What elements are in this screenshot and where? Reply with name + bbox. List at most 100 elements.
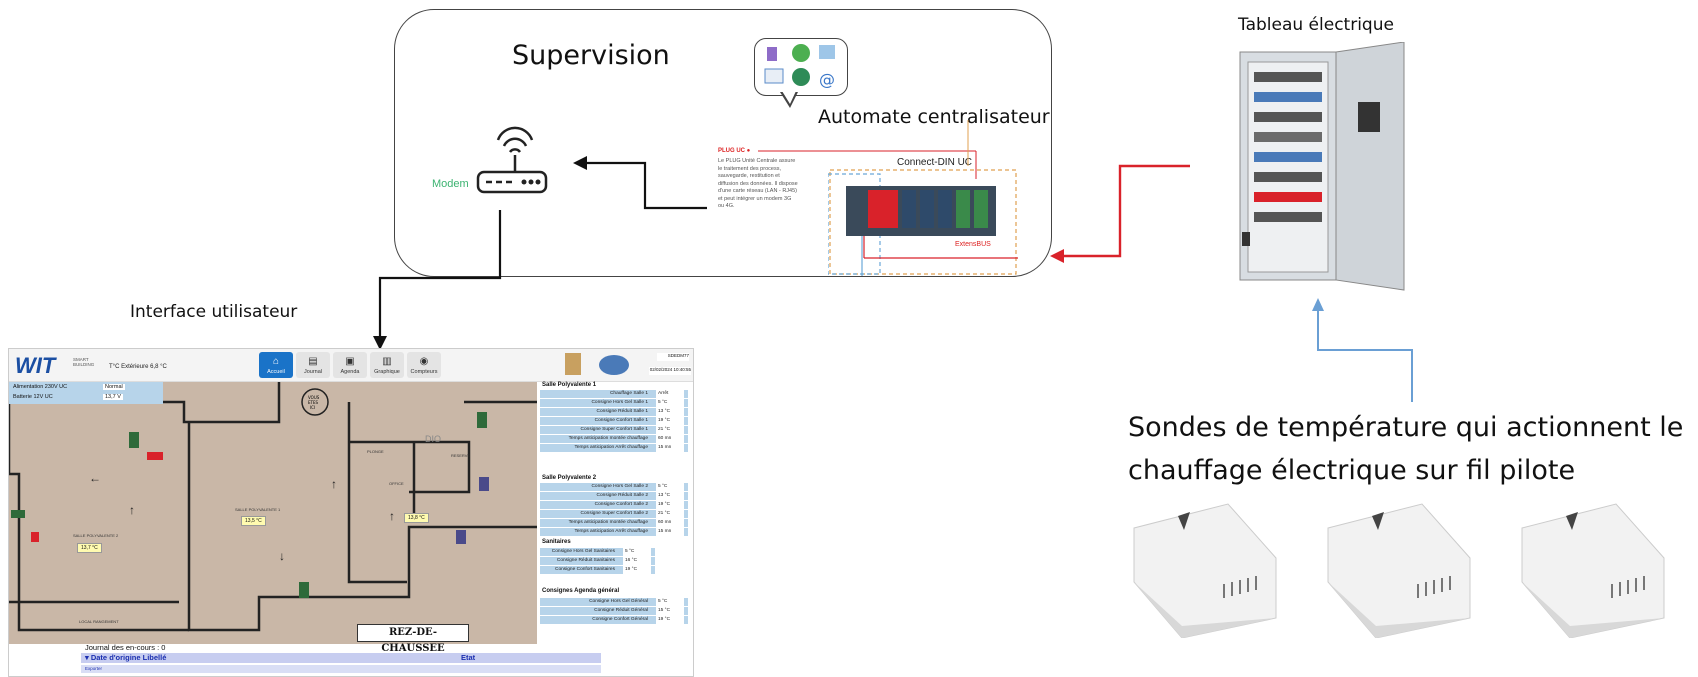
chart-icon (764, 68, 784, 84)
sensor-2 (1327, 503, 1471, 638)
nav-journal[interactable]: ▤ Journal (296, 352, 330, 378)
book-thumbnail (565, 353, 581, 375)
section-sanitaires: Sanitaires (542, 539, 571, 545)
calendar-icon: ▣ (345, 356, 355, 367)
modem-icon (476, 126, 548, 194)
apps-bubble: @ (754, 38, 848, 96)
globe-icon (792, 68, 810, 86)
temp-office[interactable]: 13,8 °C (404, 513, 429, 523)
tableau-label: Tableau électrique (1238, 15, 1394, 35)
vous-etes-ici-marker (301, 388, 329, 416)
automate-label: Automate centralisateur (818, 106, 1050, 128)
tableau-to-automate-arrowhead (1050, 249, 1064, 263)
svg-text:VOUS: VOUS (308, 395, 320, 400)
book-icon: ▤ (308, 356, 318, 367)
automate-connector-line (967, 120, 969, 166)
pluc-to-modem-arrow (585, 161, 707, 210)
gauge-icon: ◉ (419, 356, 429, 367)
room-reserve: RESERVE (451, 453, 471, 458)
temperature-sensors (1133, 503, 1665, 638)
nav-agenda[interactable]: ▣ Agenda (333, 352, 367, 378)
export-button[interactable]: Exporter (85, 666, 103, 671)
supervision-title: Supervision (512, 40, 670, 71)
floor-walls: VOUS ETES ICI ← ↑ ↑ ↑ ↓ DIO (9, 380, 537, 632)
connect-din-label: Connect-DIN UC (897, 157, 973, 168)
pluc-to-modem-arrowhead (573, 156, 587, 170)
journal-header: ▾ Date d'origine Libellé Etat (81, 653, 601, 663)
interface-label: Interface utilisateur (130, 302, 298, 322)
room-salle-polyvalente-2: SALLE POLYVALENTE 2 (73, 533, 119, 538)
section-agenda-general: Consignes Agenda général (542, 588, 620, 594)
wit-logo-sub: SMART BUILDING (73, 357, 95, 367)
sdesm-logo (599, 355, 629, 375)
ui-topbar: WIT SMART BUILDING T°C Extérieure 6,8 °C… (9, 349, 693, 382)
status-alim-value: Normal (103, 384, 125, 390)
sondes-to-tableau-arrow (1317, 310, 1413, 402)
room-office: OFFICE (389, 481, 404, 486)
datetime: 02/02/2024 10:40:55 (649, 367, 691, 375)
status-alim-label: Alimentation 230V UC (13, 384, 68, 390)
sensor-3 (1521, 503, 1665, 638)
outdoor-temp: T°C Extérieure 6,8 °C (109, 364, 167, 370)
phone-icon (767, 47, 777, 61)
status-panel: Alimentation 230V UC Normal Batterie 12V… (9, 382, 163, 404)
room-local-rangement: LOCAL RANGEMENT (79, 619, 119, 624)
svg-text:↑: ↑ (331, 477, 337, 491)
journal-panel: Journal des en-cours : 0 ▾ Date d'origin… (81, 643, 601, 676)
electrical-cabinet-image (1239, 42, 1405, 291)
svg-text:ICI: ICI (310, 405, 315, 410)
nav-accueil[interactable]: ⌂ Accueil (259, 352, 293, 378)
at-icon: @ (819, 70, 835, 89)
home-icon: ⌂ (272, 356, 280, 367)
tree-icon (792, 44, 810, 62)
journal-title: Journal des en-cours : 0 (85, 643, 166, 652)
section-salle-1: Salle Polyvalente 1 (542, 382, 597, 388)
sondes-title-line1: Sondes de température qui actionnent le (1128, 412, 1684, 443)
nav-compteurs[interactable]: ◉ Compteurs (407, 352, 441, 378)
nav-graphique[interactable]: ▥ Graphique (370, 352, 404, 378)
journal-col-etat[interactable]: Etat (461, 653, 476, 662)
modem-to-ui-arrowhead (373, 336, 387, 350)
temp-salle-polyvalente-1[interactable]: 13,5 °C (241, 516, 266, 526)
connect-din-device (828, 169, 1018, 276)
svg-text:↑: ↑ (389, 509, 395, 523)
svg-text:DIO: DIO (425, 434, 441, 444)
journal-export[interactable]: Exporter (81, 665, 601, 673)
pluc-connector-line (758, 150, 977, 179)
svg-text:ETES: ETES (308, 400, 318, 405)
temp-salle-polyvalente-2[interactable]: 13,7 °C (77, 543, 102, 553)
extension-label: ExtensBUS (955, 241, 991, 248)
floor-label: REZ-DE-CHAUSSEE (357, 624, 469, 654)
sondes-to-tableau-arrowhead (1312, 298, 1324, 311)
doc-icon (819, 45, 835, 59)
tableau-to-automate-arrow (1060, 164, 1190, 258)
journal-col-date[interactable]: ▾ Date d'origine Libellé (85, 653, 167, 662)
status-battery-value: 13,7 V (103, 394, 123, 400)
floor-plan: VOUS ETES ICI ← ↑ ↑ ↑ ↓ DIO (9, 380, 537, 644)
room-plonge: PLONGE (367, 449, 384, 454)
wit-logo: WIT (15, 353, 56, 378)
pluc-description: Le PLUG Unité Centrale assure le traitem… (718, 158, 798, 209)
svg-text:↑: ↑ (129, 503, 135, 517)
